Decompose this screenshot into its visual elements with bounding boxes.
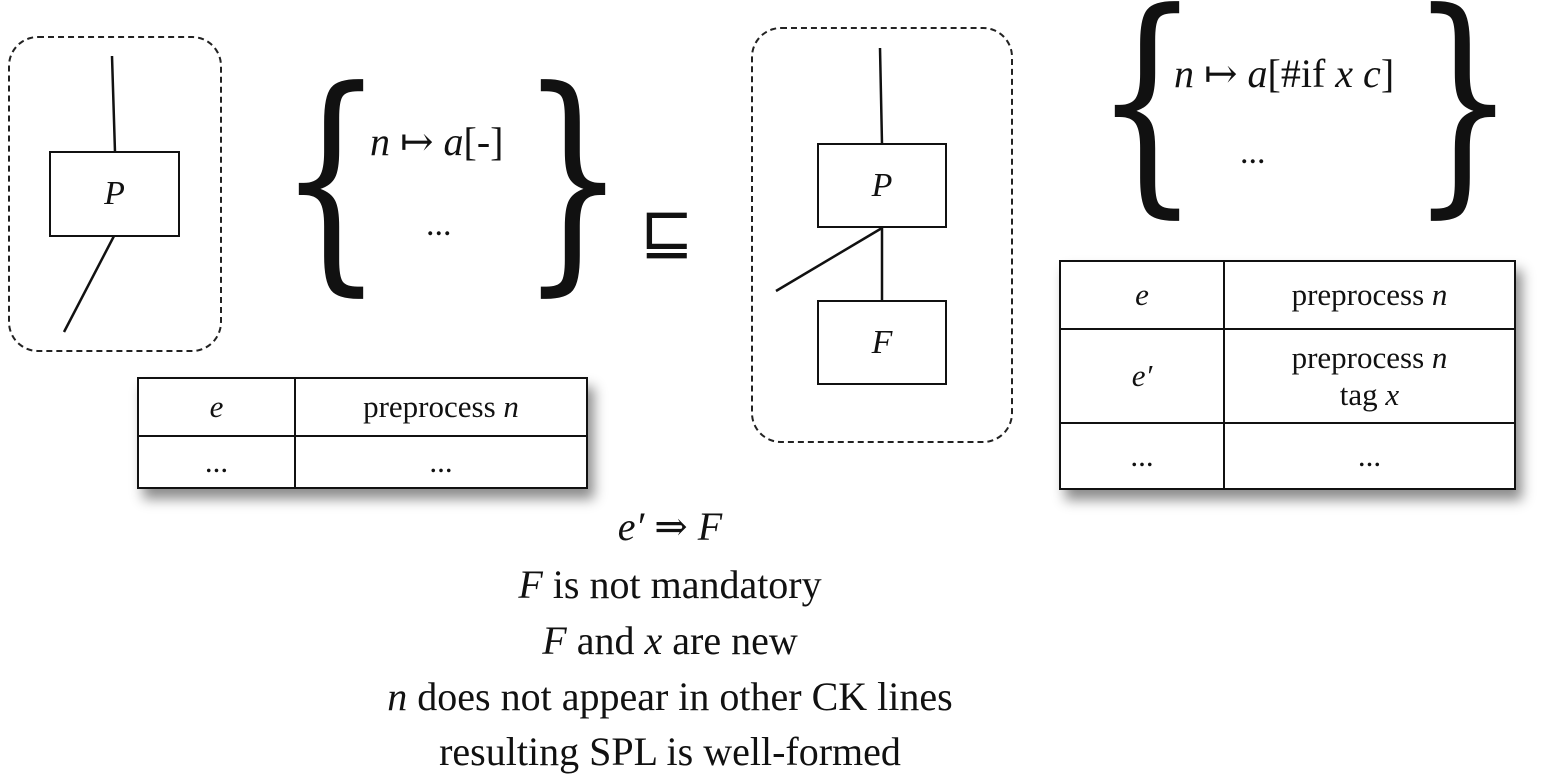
right-ck-task-1-var: n [1431, 277, 1448, 313]
left-open-brace: { [278, 40, 385, 317]
condition-implication-lhs: e′ [617, 504, 645, 549]
left-mapping-name: n [370, 119, 390, 164]
condition-implication-op: ⇒ [654, 504, 688, 549]
right-mapping-close: ] [1380, 51, 1395, 96]
condition-well-formed: resulting SPL is well-formed [0, 728, 1340, 775]
left-close-brace: } [520, 40, 627, 317]
condition-well-formed-text: resulting SPL is well-formed [439, 729, 901, 774]
right-feature-p-label: P [871, 166, 893, 204]
right-ck-task-2-var: n [1431, 339, 1448, 375]
right-mapping-name: n [1174, 51, 1194, 96]
condition-not-mandatory: F is not mandatory [0, 561, 1340, 608]
left-ck-expr-1: e [137, 377, 296, 437]
right-ck-task-3: ... [1223, 422, 1516, 490]
right-side-edge [775, 226, 883, 293]
right-ck-task-2-line1: preprocess n [1225, 339, 1514, 376]
condition-unique-ck-line: n does not appear in other CK lines [0, 673, 1340, 720]
condition-new-names-var1: F [542, 618, 567, 663]
right-ck-task-1-text: preprocess [1291, 277, 1432, 313]
table-row: e preprocess n [137, 377, 588, 437]
left-ck-task-1-text: preprocess [363, 389, 504, 425]
left-ck-task-2: ... [294, 435, 588, 489]
left-mapping-ellipsis: ... [426, 206, 452, 243]
left-feature-p-label: P [104, 175, 125, 212]
condition-not-mandatory-text: is not mandatory [542, 562, 822, 607]
condition-new-names: F and x are new [0, 617, 1340, 664]
condition-new-names-text: are new [662, 618, 798, 663]
table-row: ... ... [1059, 422, 1516, 490]
right-mapping-open: [#if [1267, 51, 1336, 96]
left-ck-task-1: preprocess n [294, 377, 588, 437]
right-ck-expr-1: e [1059, 260, 1225, 330]
condition-implication-rhs: F [697, 504, 723, 549]
right-mapping-c: c [1363, 51, 1381, 96]
left-ck-table: e preprocess n ... ... [137, 377, 588, 489]
table-row: e preprocess n [1059, 260, 1516, 330]
table-row: ... ... [137, 435, 588, 489]
right-ck-task-2-line2: tag x [1225, 376, 1514, 413]
right-ck-task-2-tag-var: x [1385, 377, 1400, 412]
right-feature-f-label: F [871, 323, 893, 361]
right-close-brace: } [1410, 0, 1517, 239]
right-ck-task-2-tag-text: tag [1339, 377, 1386, 412]
condition-new-names-mid: and [566, 618, 645, 663]
condition-not-mandatory-var: F [518, 562, 543, 607]
left-ck-expr-2: ... [137, 435, 296, 489]
right-mapping-annot: a [1247, 51, 1268, 96]
condition-new-names-var2: x [644, 618, 663, 663]
refinement-symbol: ⊑ [640, 195, 694, 269]
right-mapping-arrow: ↦ [1204, 51, 1238, 96]
right-mapping-x: x [1335, 51, 1354, 96]
right-ck-table: e preprocess n e′ preprocess n tag x ...… [1059, 260, 1516, 490]
left-mapping-rest: [-] [463, 119, 504, 164]
left-feature-model-frame [8, 36, 222, 352]
right-mapping-entry: n ↦ a[#if x c] [1174, 50, 1394, 97]
condition-implication: e′ ⇒ F [0, 503, 1340, 550]
table-row: e′ preprocess n tag x [1059, 328, 1516, 424]
left-feature-p-box: P [49, 151, 180, 237]
right-ck-expr-3: ... [1059, 422, 1225, 490]
right-feature-f-box: F [817, 300, 947, 385]
left-mapping-arrow: ↦ [400, 119, 434, 164]
right-root-edge [878, 47, 884, 145]
left-child-edge [62, 235, 116, 333]
left-mapping-entry: n ↦ a[-] [370, 118, 503, 165]
right-ck-task-2-text: preprocess [1291, 339, 1432, 375]
left-ck-task-1-var: n [503, 389, 519, 425]
left-mapping-annot: a [443, 119, 464, 164]
condition-unique-ck-line-var: n [387, 674, 408, 719]
right-mapping-ellipsis: ... [1240, 134, 1266, 171]
right-ck-expr-2: e′ [1059, 328, 1225, 424]
right-ck-task-1: preprocess n [1223, 260, 1516, 330]
left-root-edge [110, 55, 117, 153]
condition-unique-ck-line-text: does not appear in other CK lines [407, 674, 953, 719]
right-ck-task-2: preprocess n tag x [1223, 328, 1516, 424]
right-open-brace: { [1094, 0, 1201, 239]
right-feature-p-box: P [817, 143, 947, 228]
right-feature-model-frame [751, 27, 1013, 443]
